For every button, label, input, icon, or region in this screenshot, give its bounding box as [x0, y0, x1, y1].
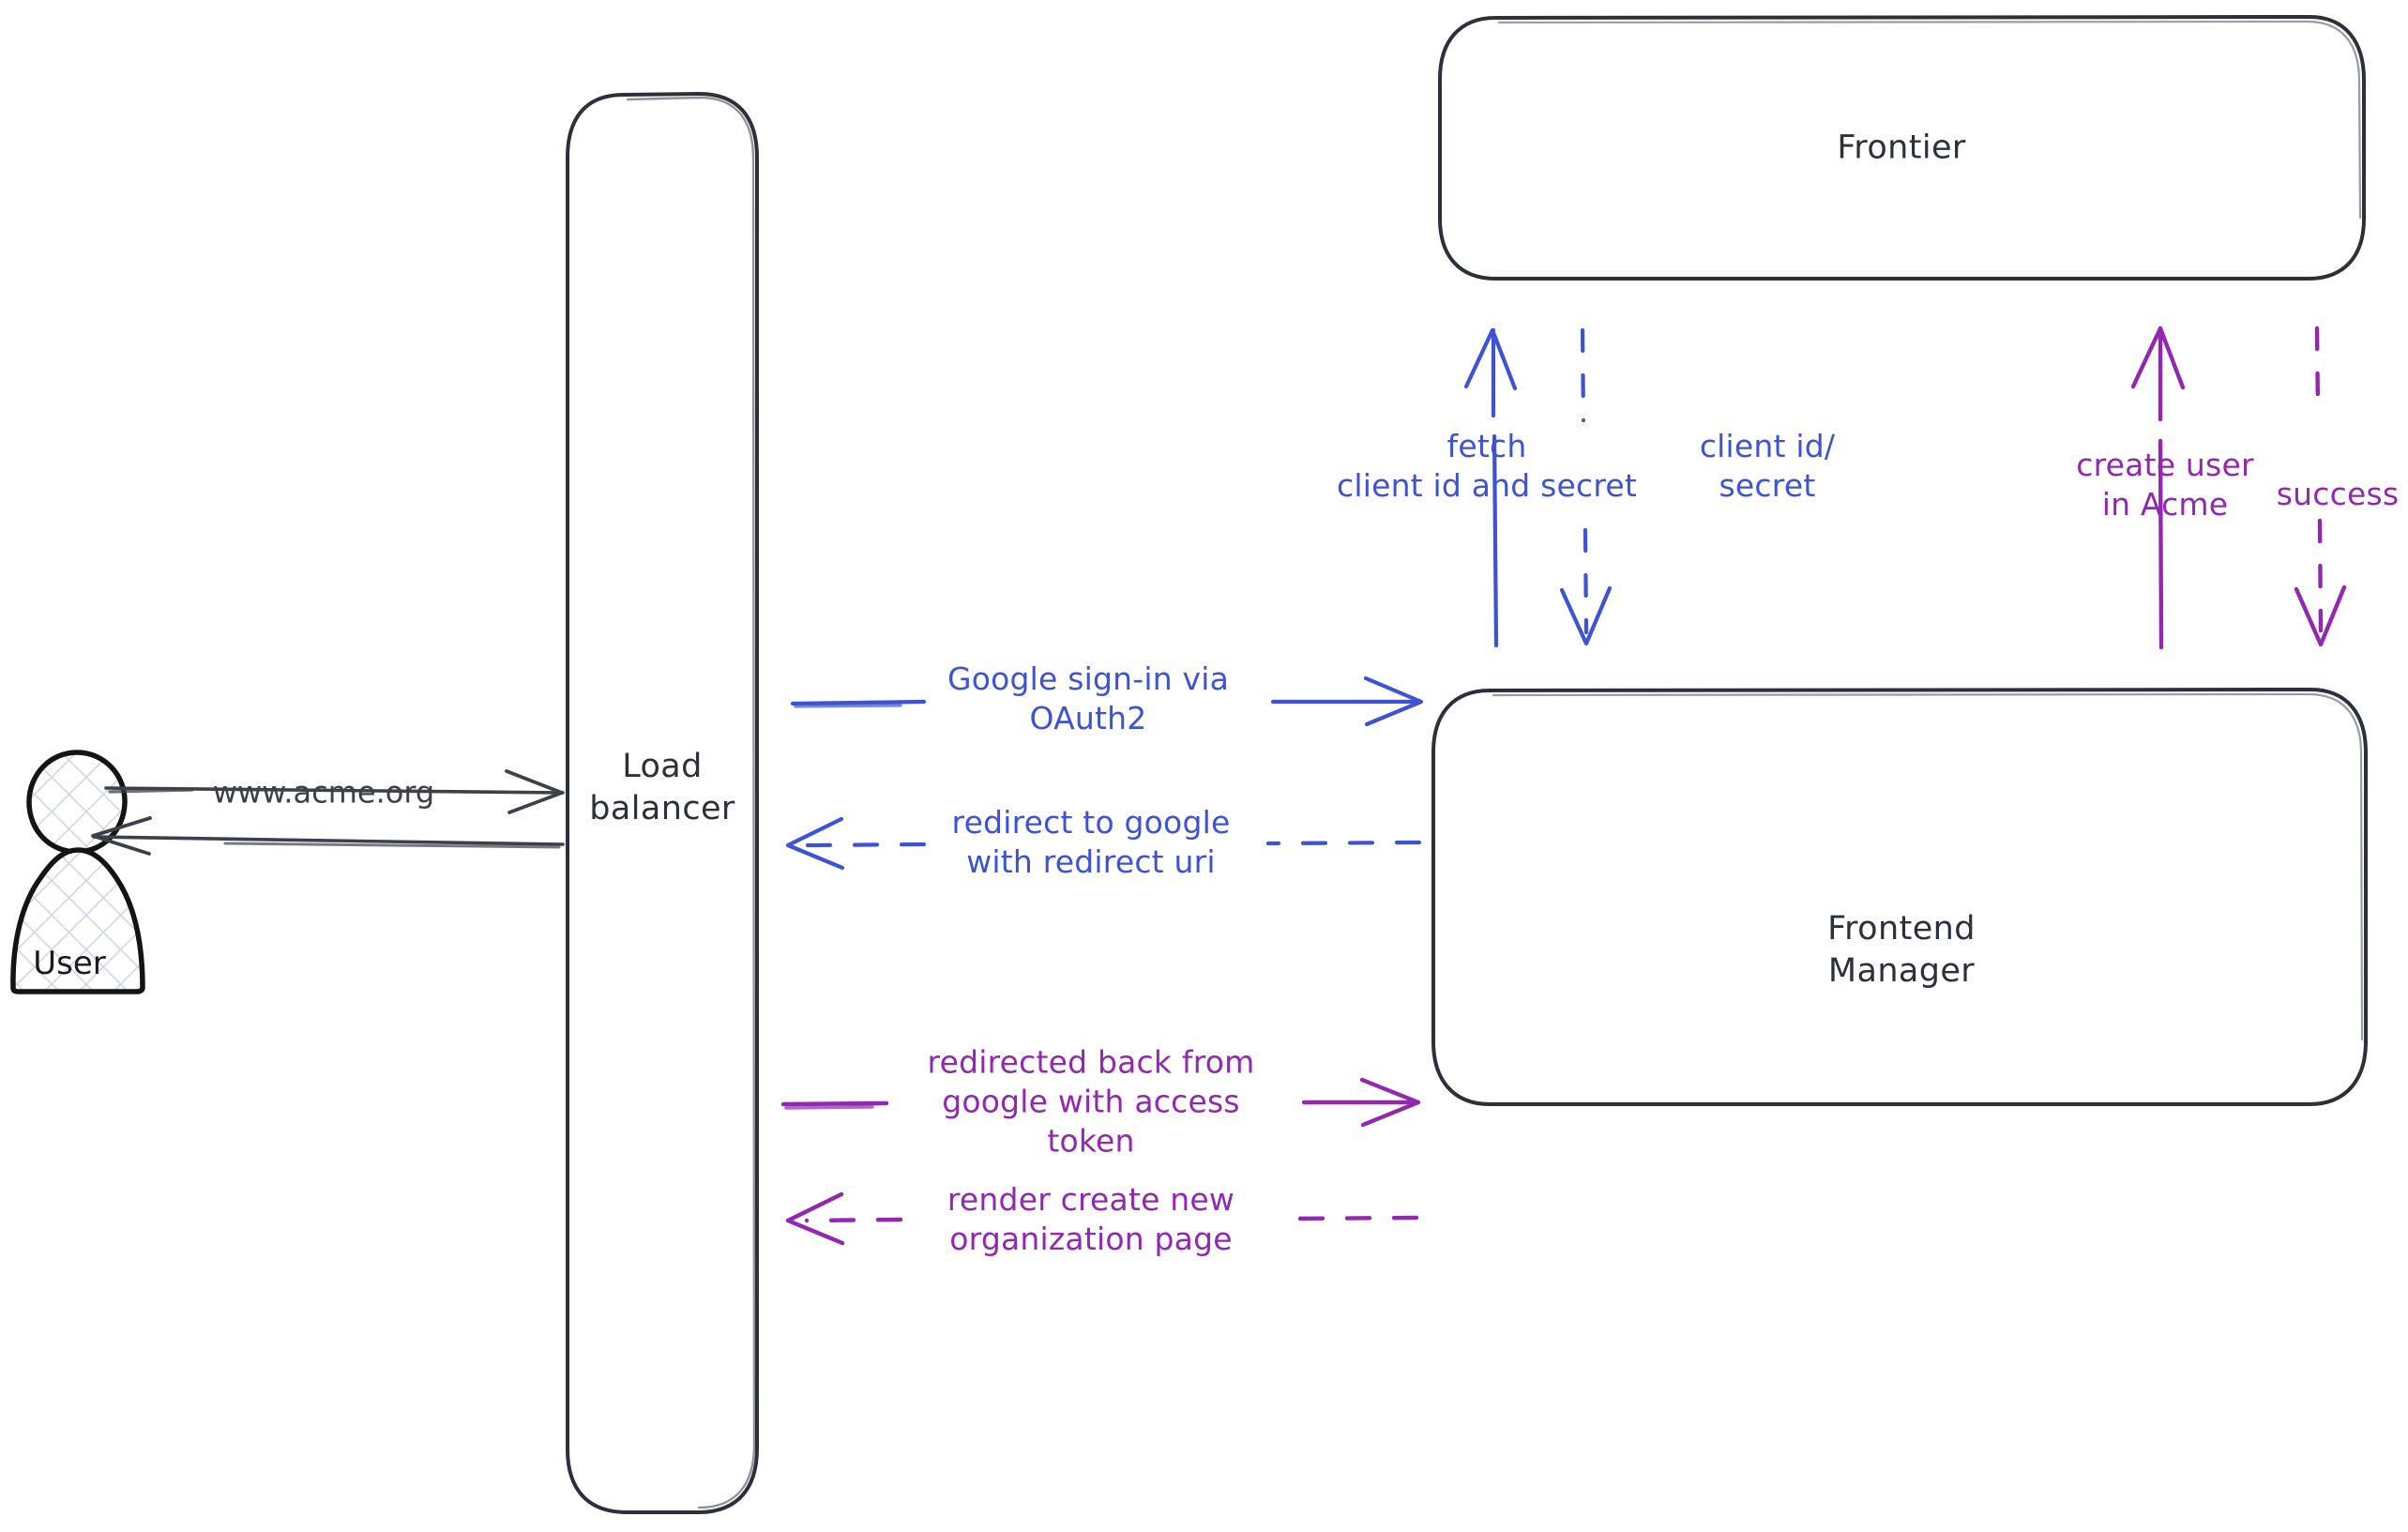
- edge-loadbalancer-to-user: [91, 816, 565, 856]
- edge-frontier-to-fm-credentials: [1559, 327, 1613, 646]
- node-frontend-manager-shape[interactable]: [1431, 688, 2368, 1106]
- edge-fm-to-frontier-create-user: [2130, 326, 2186, 650]
- edge-lb-to-fm-google-signin: [790, 675, 1424, 727]
- edge-fm-to-frontier-fetch: [1463, 327, 1518, 648]
- edge-user-to-loadbalancer: [104, 769, 565, 814]
- node-frontier-shape[interactable]: [1438, 15, 2366, 281]
- edge-lb-to-fm-access-token: [780, 1077, 1421, 1128]
- edge-frontier-to-fm-success: [2294, 326, 2347, 647]
- edge-fm-to-lb-render-org-page: [785, 1191, 1419, 1246]
- user-actor-icon: [10, 750, 145, 994]
- edge-fm-to-lb-redirect-google: [785, 816, 1422, 871]
- node-load-balancer-shape[interactable]: [566, 92, 759, 1514]
